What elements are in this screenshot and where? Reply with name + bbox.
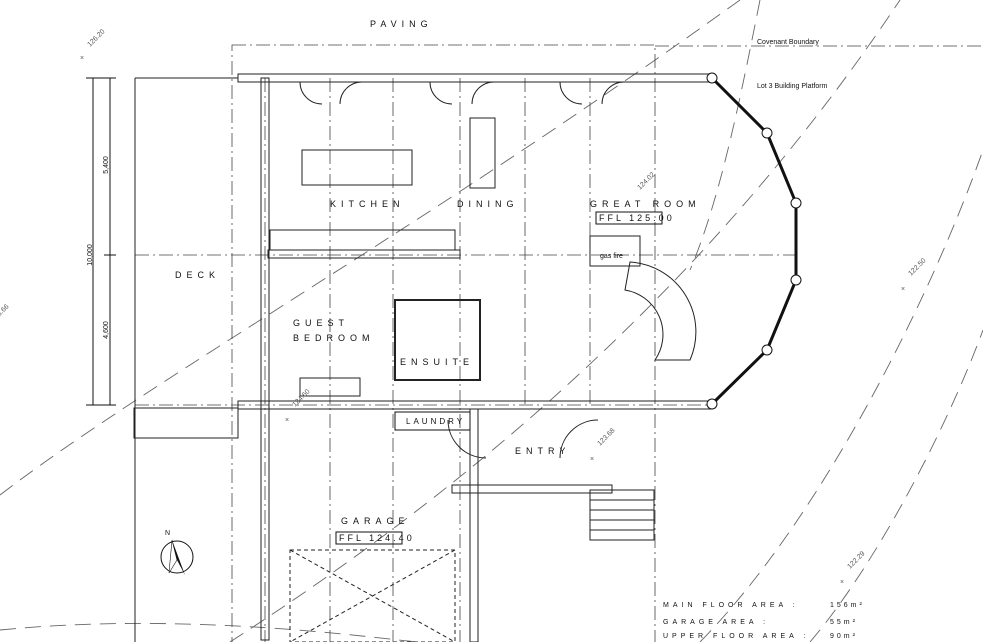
label-paving: PAVING	[370, 19, 433, 29]
spot-heights: × 126.20 123.66 124.02 × 124.60 × 123.68…	[0, 28, 928, 586]
area-value: 156m²	[830, 602, 865, 609]
north-label: N	[165, 530, 170, 537]
area-value: 90m²	[830, 633, 858, 640]
dimension-overall: 10,000	[87, 244, 94, 266]
dimension-upper: 5,400	[103, 156, 110, 174]
label-great-room: GREAT ROOM	[590, 199, 701, 209]
bay-window	[706, 72, 802, 410]
grid-lines	[135, 44, 983, 642]
spot-height: 124.02	[636, 171, 656, 191]
label-entry: ENTRY	[515, 446, 570, 456]
svg-text:×: ×	[840, 579, 844, 586]
label-deck: DECK	[175, 270, 220, 280]
label-guest: GUEST	[293, 318, 349, 328]
area-value: 55m²	[830, 619, 858, 626]
spot-height: 123.66	[0, 303, 11, 323]
area-label: MAIN FLOOR AREA :	[663, 602, 799, 609]
svg-text:×: ×	[590, 456, 594, 463]
label-dining: DINING	[457, 199, 519, 209]
spot-height: 126.20	[86, 28, 106, 48]
spot-height: 122.50	[907, 257, 927, 277]
label-garage: GARAGE	[341, 516, 410, 526]
svg-text:×: ×	[285, 417, 289, 424]
spot-height: 122.29	[846, 550, 866, 570]
dimension-lines	[86, 77, 116, 406]
label-laundry: LAUNDRY	[406, 417, 465, 426]
label-covenant-boundary: Covenant Boundary	[757, 39, 819, 46]
label-kitchen: KITCHEN	[330, 199, 405, 209]
spot-height: 123.68	[596, 427, 616, 447]
north-arrow-icon: N	[160, 530, 194, 575]
walls	[133, 73, 713, 642]
svg-text:×: ×	[901, 286, 905, 293]
garage-ffl: FFL 124.40	[339, 533, 415, 543]
label-bedroom: BEDROOM	[293, 333, 375, 343]
dimension-lower: 4,600	[103, 321, 110, 339]
svg-text:×: ×	[80, 55, 84, 62]
label-gas-fire: gas fire	[600, 253, 623, 260]
area-label: UPPER FLOOR AREA :	[663, 633, 809, 640]
great-room-ffl: FFL 125.00	[599, 213, 675, 223]
label-ensuite: ENSUITE	[400, 357, 474, 367]
area-schedule: MAIN FLOOR AREA : 156m² GARAGE AREA : 55…	[663, 602, 865, 640]
area-label: GARAGE AREA :	[663, 619, 769, 626]
label-building-platform: Lot 3 Building Platform	[757, 83, 828, 90]
